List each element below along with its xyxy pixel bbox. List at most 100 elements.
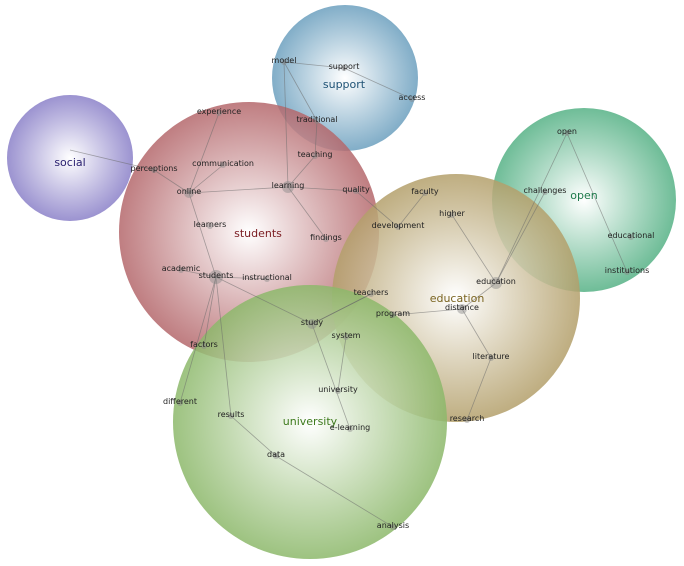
edge [287,155,316,188]
node-label-e-learning[interactable]: e-learning [330,423,370,432]
node-label-students[interactable]: students [199,271,234,280]
node-label-experience[interactable]: experience [197,107,241,116]
node-label-support[interactable]: support [329,62,360,71]
node-label-education[interactable]: education [476,277,516,286]
node-label-institutions[interactable]: institutions [605,266,650,275]
node-label-development[interactable]: development [372,221,425,230]
node-dot[interactable] [490,277,502,289]
cluster-label-education: education [430,292,485,305]
node-label-distance[interactable]: distance [445,303,479,312]
edge [343,67,413,100]
node-dot[interactable] [488,355,494,361]
node-label-faculty[interactable]: faculty [411,187,439,196]
node-label-quality[interactable]: quality [342,185,370,194]
node-dot[interactable] [335,388,341,394]
node-dot[interactable] [422,190,428,196]
node-label-learners[interactable]: learners [194,220,227,229]
node-label-open[interactable]: open [557,127,577,136]
node-label-factors[interactable]: factors [190,340,218,349]
node-label-traditional[interactable]: traditional [296,115,337,124]
node-dot[interactable] [409,96,415,102]
node-dot[interactable] [314,118,320,124]
node-label-different[interactable]: different [163,397,197,406]
node-dot[interactable] [341,65,347,71]
node-label-study[interactable]: study [301,318,323,327]
edge [397,192,426,228]
node-dot[interactable] [220,162,226,168]
edge [314,120,318,157]
node-label-findings[interactable]: findings [310,233,342,242]
node-dot[interactable] [281,59,287,65]
node-label-academic[interactable]: academic [162,264,201,273]
node-dot[interactable] [353,188,359,194]
node-label-higher[interactable]: higher [439,209,465,218]
node-dot[interactable] [228,413,234,419]
node-dot[interactable] [273,453,279,459]
node-dot[interactable] [628,234,634,240]
edge [566,132,628,273]
node-label-system[interactable]: system [332,331,361,340]
node-label-literature[interactable]: literature [473,352,510,361]
node-dot[interactable] [216,110,222,116]
node-dot[interactable] [564,130,570,136]
node-dot[interactable] [624,269,630,275]
node-dot[interactable] [312,153,318,159]
node-dot[interactable] [177,400,183,406]
cluster-bubble-support[interactable] [272,5,418,151]
cluster-bubble-social[interactable] [7,95,133,221]
node-dot[interactable] [464,417,470,423]
node-dot[interactable] [395,224,401,230]
node-dot[interactable] [368,291,374,297]
node-dot[interactable] [209,270,223,284]
node-label-teachers[interactable]: teachers [354,288,389,297]
node-label-access[interactable]: access [399,93,426,102]
node-label-teaching[interactable]: teaching [298,150,333,159]
edge [275,455,394,528]
edge [188,192,217,278]
edge [495,132,568,284]
node-dot[interactable] [323,236,329,242]
node-dot[interactable] [307,319,317,329]
node-label-university[interactable]: university [318,385,358,394]
node-dot[interactable] [390,312,396,318]
edge [153,169,190,194]
edge [69,149,155,171]
node-label-perceptions[interactable]: perceptions [130,164,177,173]
node-dot[interactable] [151,167,157,173]
cluster-label-university: university [283,415,338,428]
node-dot[interactable] [264,276,270,282]
edge [461,282,497,310]
node-dot[interactable] [178,267,184,273]
node-label-educational[interactable]: educational [608,231,655,240]
node-label-online[interactable]: online [177,187,201,196]
node-label-research[interactable]: research [450,414,485,423]
edge [461,308,492,359]
node-dot[interactable] [347,426,353,432]
node-label-results[interactable]: results [218,410,245,419]
node-label-communication[interactable]: communication [192,159,254,168]
node-dot[interactable] [457,304,467,314]
edge [188,186,289,194]
node-dot[interactable] [390,524,396,530]
node-dot[interactable] [201,343,207,349]
edge [337,336,347,392]
node-label-program[interactable]: program [376,309,410,318]
node-label-instructional[interactable]: instructional [242,273,292,282]
edge [392,308,463,316]
node-dot[interactable] [449,212,455,218]
node-dot[interactable] [542,189,548,195]
cluster-label-students: students [234,227,282,240]
node-dot[interactable] [207,223,213,229]
node-label-analysis[interactable]: analysis [377,521,409,530]
edge [230,415,277,457]
node-label-learning[interactable]: learning [272,181,305,190]
node-dot[interactable] [343,334,349,340]
node-dot[interactable] [184,188,194,198]
node-dot[interactable] [282,181,294,193]
node-label-challenges[interactable]: challenges [524,186,567,195]
node-label-model[interactable]: model [272,56,297,65]
cluster-bubble-university[interactable] [173,285,447,559]
node-label-data[interactable]: data [267,450,285,459]
